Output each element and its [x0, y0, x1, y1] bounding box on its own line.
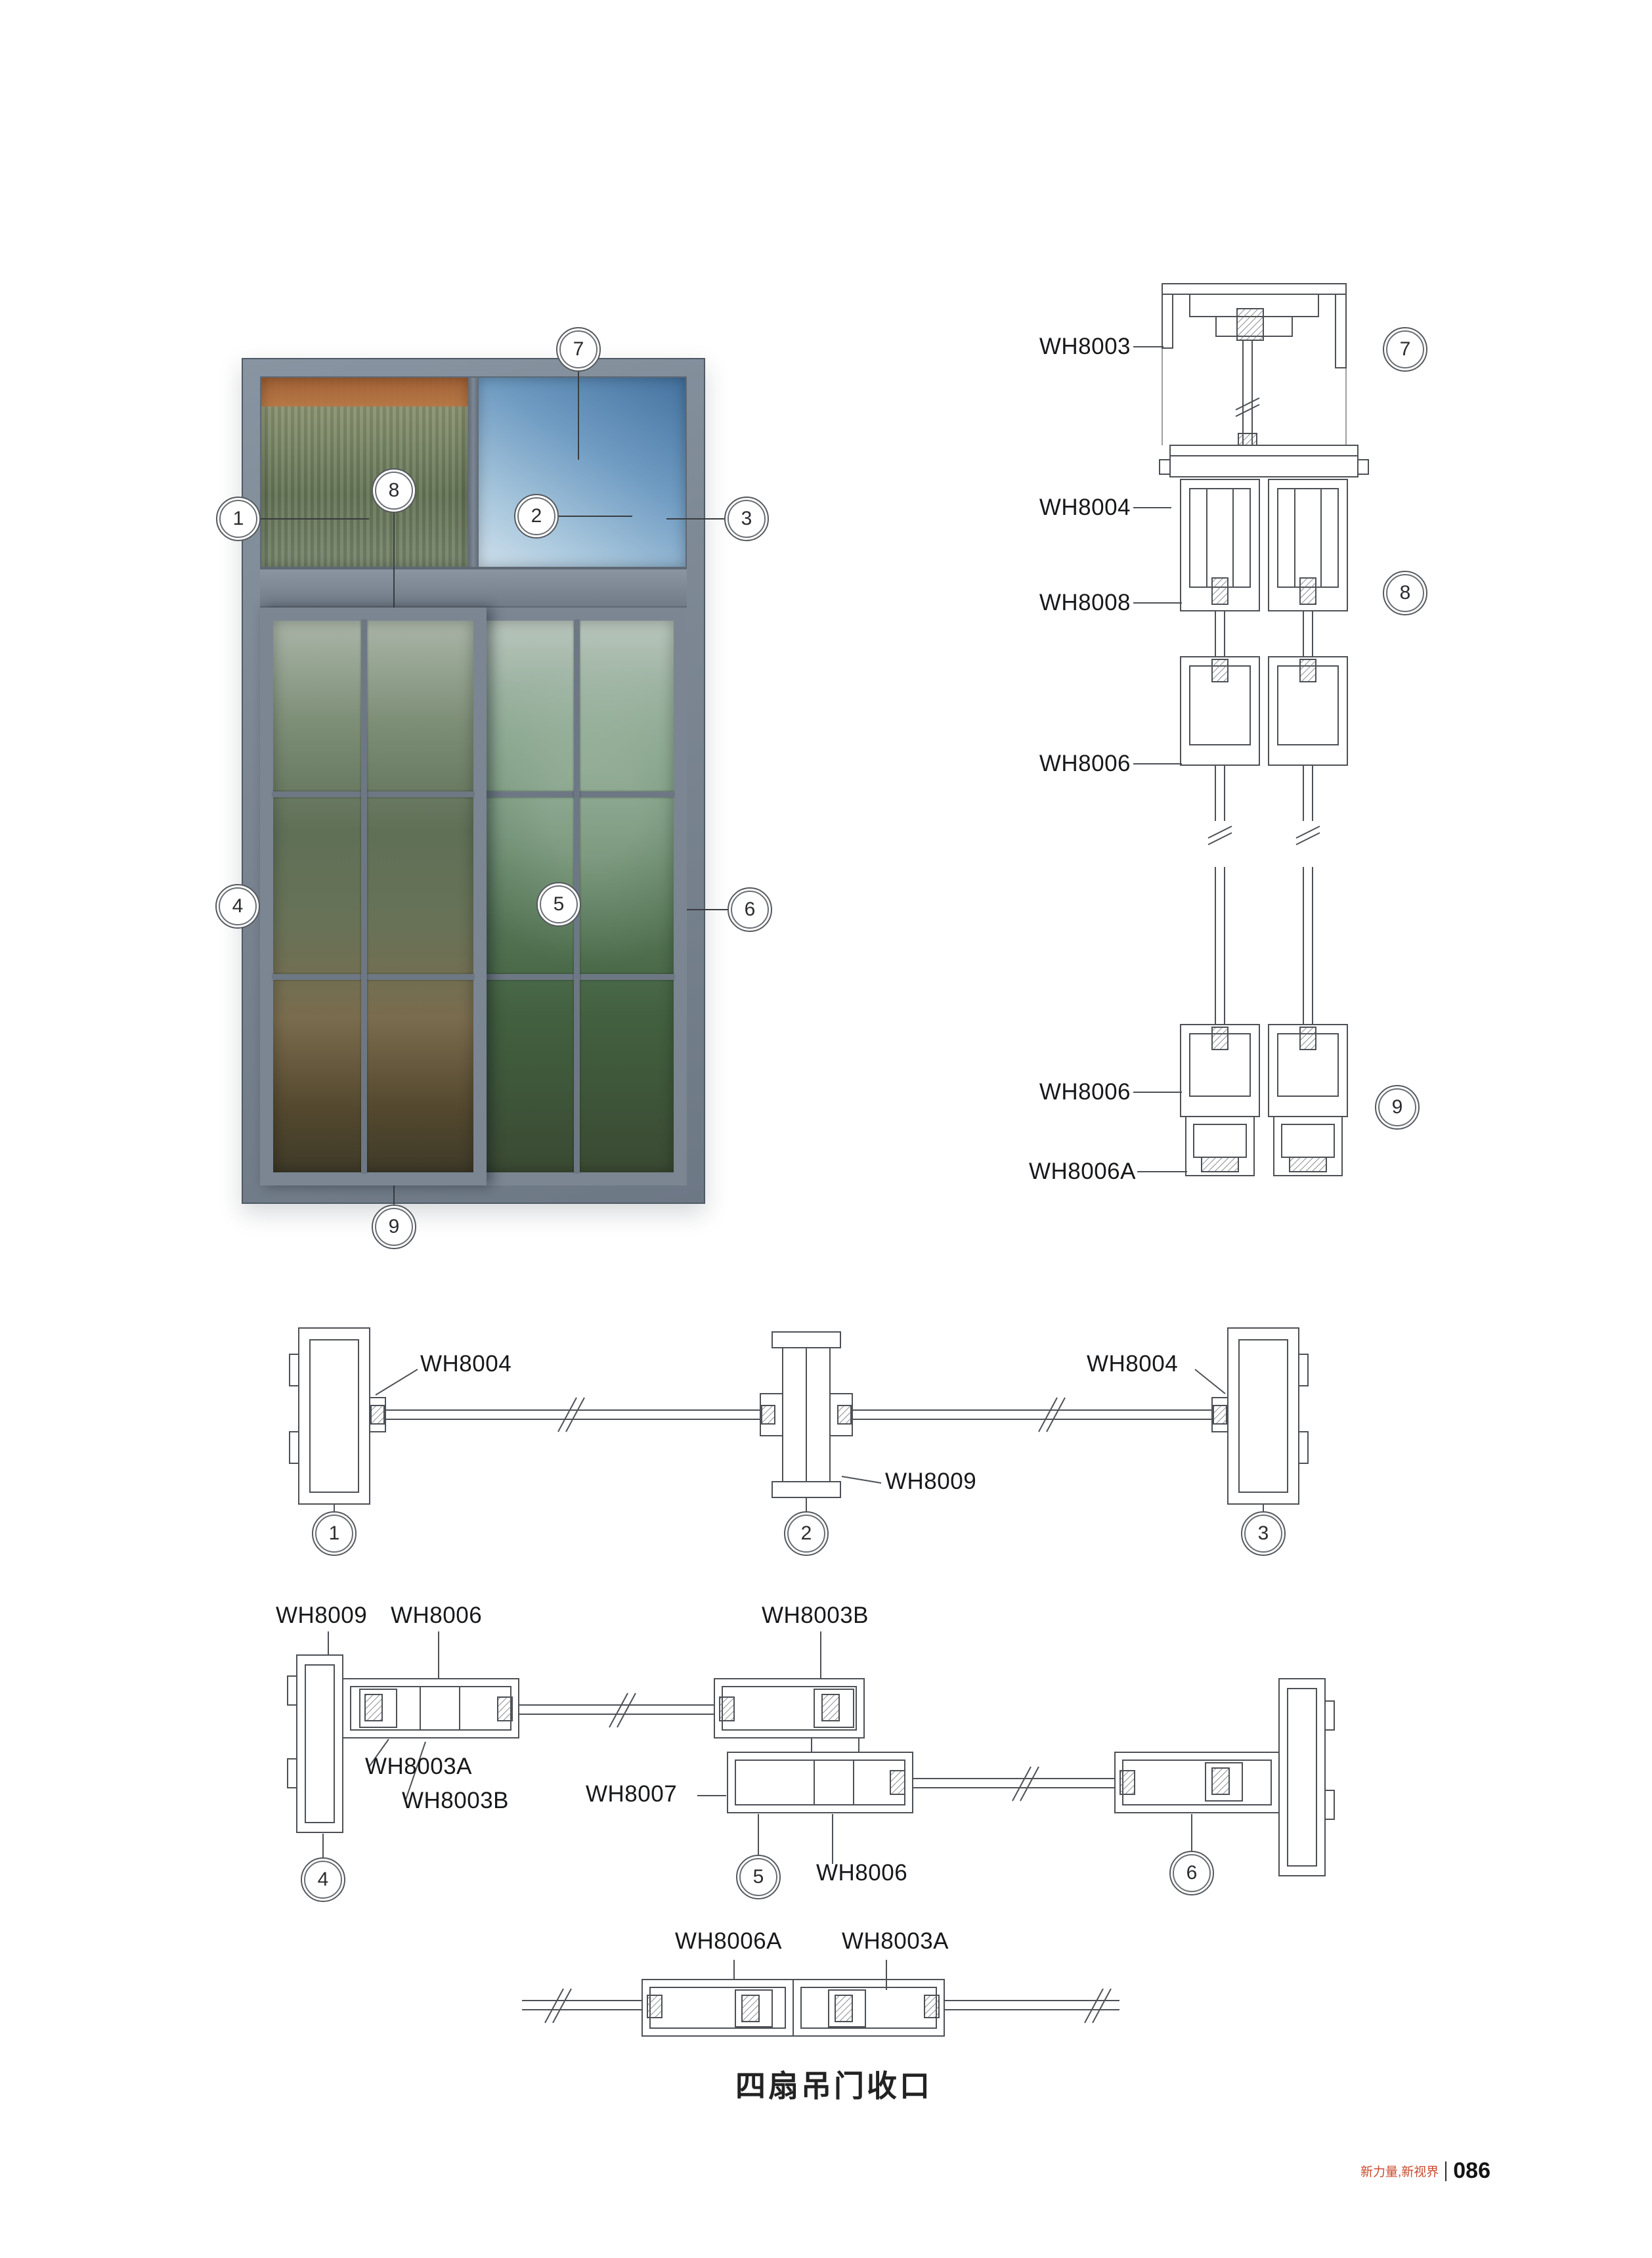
- door-left: [260, 608, 487, 1185]
- part-label-wh8007: WH8007: [586, 1781, 678, 1807]
- part-label-wh8003b-top: WH8003B: [762, 1603, 869, 1628]
- footer-divider: [1445, 2161, 1447, 2181]
- callout-8: 8: [372, 468, 416, 513]
- transom-mullion: [468, 378, 479, 567]
- callout-5: 5: [536, 882, 581, 927]
- section-caption: 四扇吊门收口: [735, 2069, 932, 2103]
- part-label-wh8006-upper: WH8006: [1039, 751, 1131, 776]
- callout-2: 2: [514, 494, 559, 539]
- detail-callout-7: 7: [1383, 327, 1427, 372]
- footer-brand: 新力量,新视界: [1360, 2165, 1439, 2179]
- detail-callout-2: 2: [784, 1511, 829, 1556]
- muntin-bar: [273, 791, 473, 798]
- muntin-bar: [273, 973, 473, 980]
- door-left-glass: [273, 621, 473, 1172]
- detail-callout-4: 4: [301, 1857, 345, 1902]
- window-photo: [242, 358, 705, 1204]
- part-label-wh8008: WH8008: [1039, 590, 1131, 615]
- transom: [260, 376, 687, 568]
- callout-7: 7: [556, 327, 601, 372]
- part-label-wh8006-lower: WH8006: [1039, 1079, 1131, 1105]
- detail-callout-5: 5: [736, 1855, 781, 1899]
- part-label-wh8006-sash: WH8006: [391, 1603, 483, 1628]
- muntin-bar: [360, 621, 367, 1172]
- callout-1: 1: [216, 497, 261, 541]
- transom-pane-right: [479, 378, 685, 567]
- part-label-wh8004-vs: WH8004: [1039, 495, 1131, 520]
- detail-callout-3: 3: [1241, 1511, 1286, 1556]
- callout-6: 6: [728, 887, 772, 932]
- callout-3: 3: [724, 497, 769, 541]
- vertical-section-drawing: [1133, 283, 1369, 1176]
- part-label-wh8003b: WH8003B: [402, 1788, 510, 1813]
- footer-page-number: 086: [1453, 2158, 1490, 2183]
- callout-9: 9: [372, 1205, 416, 1249]
- page-footer: 新力量,新视界 086: [1360, 2158, 1490, 2184]
- part-label-wh8009-mid: WH8009: [885, 1469, 977, 1494]
- transom-bar: [260, 568, 687, 608]
- detail-callout-8: 8: [1383, 571, 1427, 615]
- transom-pane-left: [261, 378, 468, 567]
- part-label-wh8003a: WH8003A: [365, 1754, 473, 1779]
- part-label-wh8009-jamb: WH8009: [276, 1603, 368, 1628]
- callout-4: 4: [215, 884, 260, 929]
- part-label-wh8004-left: WH8004: [420, 1351, 512, 1377]
- part-label-wh8004-right: WH8004: [1087, 1351, 1179, 1377]
- part-label-wh8003: WH8003: [1039, 334, 1131, 359]
- part-label-wh8006-bottom: WH8006: [816, 1860, 908, 1886]
- detail-callout-9: 9: [1375, 1085, 1420, 1130]
- part-label-wh8006a-bottom: WH8006A: [675, 1928, 783, 1954]
- part-label-wh8006a-vs: WH8006A: [1028, 1159, 1136, 1184]
- sliding-doors: [260, 608, 687, 1185]
- part-label-wh8003a-bottom: WH8003A: [842, 1928, 949, 1954]
- detail-callout-6: 6: [1169, 1851, 1214, 1895]
- closure-section-drawing: [522, 1960, 1119, 2037]
- detail-callout-1: 1: [312, 1511, 357, 1556]
